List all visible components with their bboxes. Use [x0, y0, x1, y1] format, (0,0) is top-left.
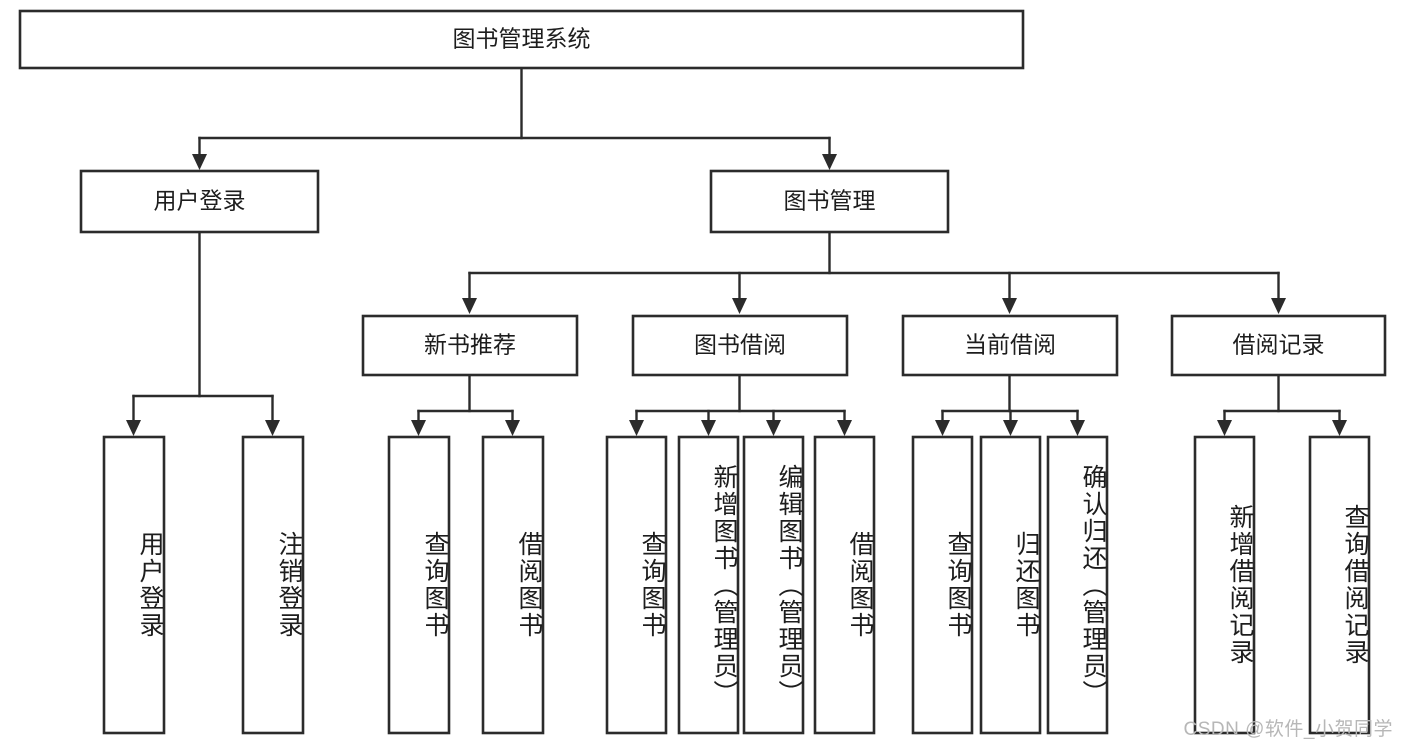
arrow-head-icon [411, 420, 426, 436]
node-box-leaf-query-book-rec[interactable] [387, 435, 451, 735]
node-layer [18, 9, 1387, 735]
node-box-borrow-record[interactable] [1170, 314, 1387, 377]
arrow-head-icon [505, 420, 520, 436]
node-box-leaf-borrow-book-rec[interactable] [481, 435, 545, 735]
arrow-head-icon [462, 298, 477, 314]
arrow-head-icon [1003, 420, 1018, 436]
node-label: 图书借阅 [694, 332, 786, 358]
arrow-head-icon [701, 420, 716, 436]
node-box-leaf-borrow-book-bb[interactable] [813, 435, 876, 735]
node-box-leaf-edit-book[interactable] [742, 435, 805, 735]
node-box-leaf-add-book[interactable] [677, 435, 740, 735]
node-label: 当前借阅 [964, 332, 1056, 358]
arrow-head-icon [1332, 420, 1347, 436]
arrow-head-icon [822, 154, 837, 170]
arrow-head-icon [766, 420, 781, 436]
arrow-head-icon [1217, 420, 1232, 436]
node-box-root[interactable] [18, 9, 1025, 70]
node-box-user-login[interactable] [79, 169, 320, 234]
arrow-head-icon [935, 420, 950, 436]
arrow-head-icon [837, 420, 852, 436]
arrow-head-icon [265, 420, 280, 436]
arrow-head-icon [629, 420, 644, 436]
node-box-leaf-add-record[interactable] [1193, 435, 1256, 735]
node-box-leaf-query-record[interactable] [1308, 435, 1371, 735]
arrow-head-icon [732, 298, 747, 314]
node-box-new-book-rec[interactable] [361, 314, 579, 377]
node-box-leaf-query-book-cb[interactable] [911, 435, 974, 735]
arrow-head-icon [1271, 298, 1286, 314]
node-box-leaf-query-book-bb[interactable] [605, 435, 668, 735]
node-box-leaf-logout[interactable] [241, 435, 305, 735]
node-box-leaf-return-book[interactable] [979, 435, 1042, 735]
arrow-head-icon [1002, 298, 1017, 314]
node-box-leaf-user-login[interactable] [102, 435, 166, 735]
node-box-current-borrow[interactable] [901, 314, 1119, 377]
node-box-book-borrow[interactable] [631, 314, 849, 377]
node-label: 图书管理 [784, 188, 876, 214]
arrow-head-icon [126, 420, 141, 436]
node-box-leaf-confirm-return[interactable] [1046, 435, 1109, 735]
arrow-head-icon [1070, 420, 1085, 436]
arrow-head-icon [192, 154, 207, 170]
node-box-book-manage[interactable] [709, 169, 950, 234]
node-label: 用户登录 [154, 188, 246, 214]
node-label: 借阅记录 [1233, 332, 1325, 358]
arrow-head-layer [126, 154, 1347, 436]
node-label: 新书推荐 [424, 332, 516, 358]
csdn-watermark: CSDN @软件_小贺同学 [1183, 719, 1393, 740]
node-label: 图书管理系统 [453, 26, 591, 52]
